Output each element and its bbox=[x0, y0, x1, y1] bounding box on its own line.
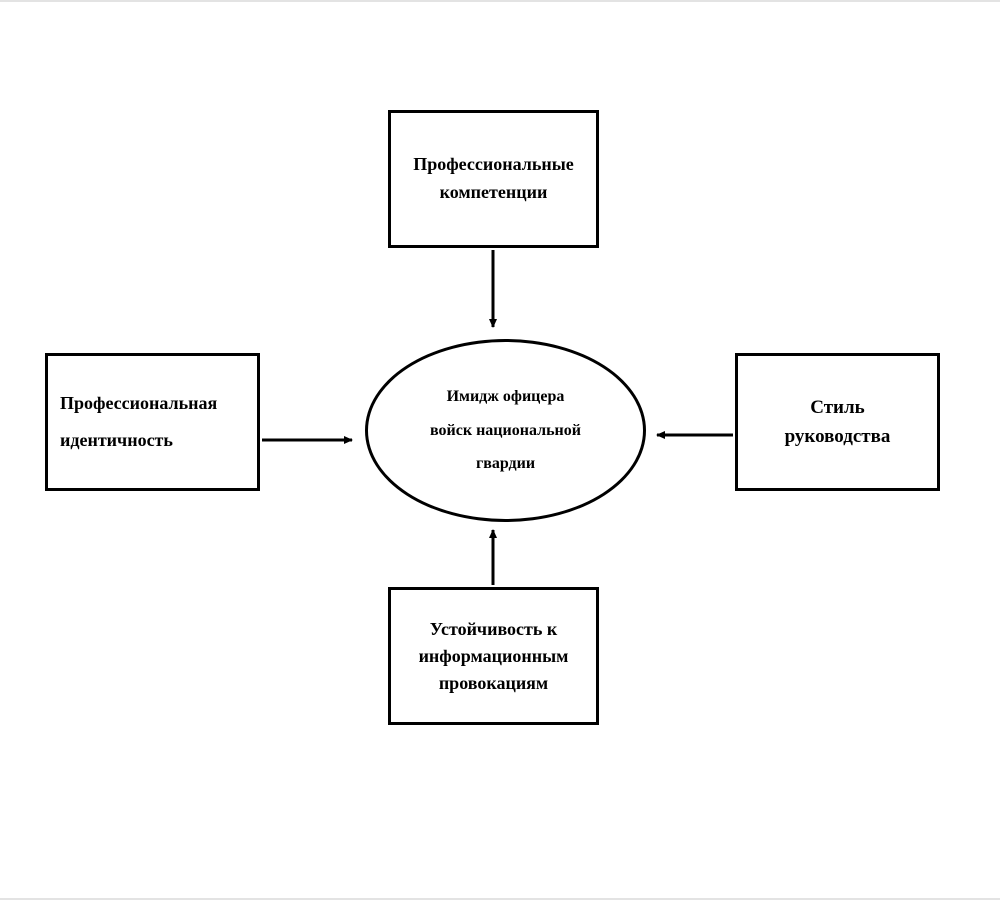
node-officer-image-center-label: Имидж офицера войск национальной гвардии bbox=[430, 388, 581, 473]
node-professional-identity-label: Профессиональная идентичность bbox=[60, 393, 218, 450]
node-leadership-style: Стиль руководства bbox=[735, 353, 940, 491]
node-resistance-to-provocations: Устойчивость к информационным провокация… bbox=[388, 587, 599, 725]
node-professional-identity: Профессиональная идентичность bbox=[45, 353, 260, 491]
node-professional-competencies: Профессиональные компетенции bbox=[388, 110, 599, 248]
node-leadership-style-label: Стиль руководства bbox=[784, 396, 891, 447]
node-professional-competencies-label: Профессиональные компетенции bbox=[413, 154, 574, 202]
node-officer-image-center: Имидж офицера войск национальной гвардии bbox=[365, 339, 646, 522]
node-resistance-to-provocations-label: Устойчивость к информационным провокация… bbox=[418, 618, 569, 693]
